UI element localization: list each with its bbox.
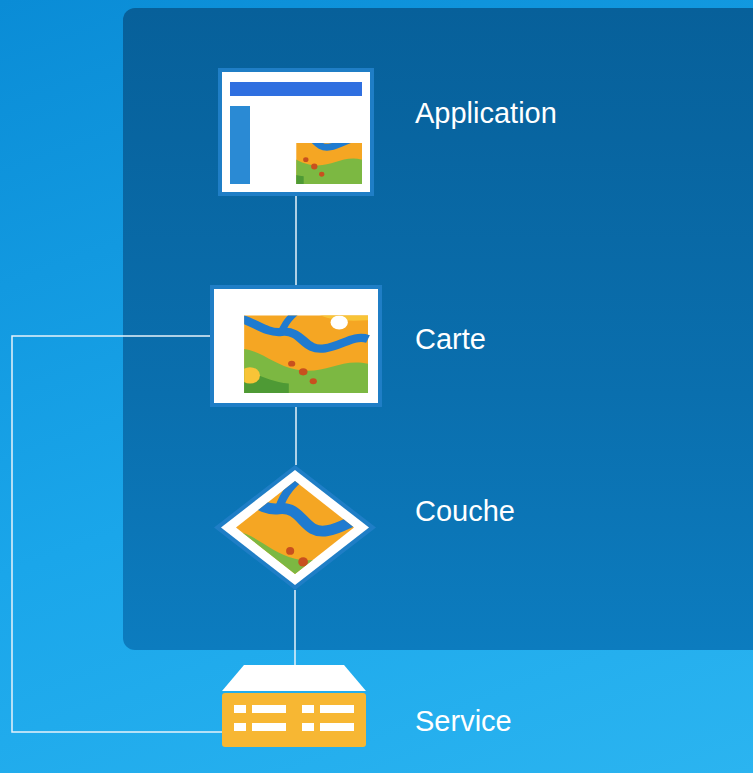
node-label: Couche [415,495,515,528]
layer-icon [214,465,376,590]
connector-line [294,590,296,665]
layer-node: Couche [214,465,515,590]
node-label: Application [415,97,557,130]
connector-line [295,407,297,465]
server-node: Service [222,665,512,747]
node-label: Service [415,705,512,738]
server-icon [222,665,366,747]
node-label: Carte [415,323,486,356]
map-icon [210,285,382,407]
connector-line [12,336,222,732]
app-icon [218,68,374,196]
app-node: Application [218,68,557,196]
connector-line [295,196,297,285]
map-node: Carte [210,285,486,407]
